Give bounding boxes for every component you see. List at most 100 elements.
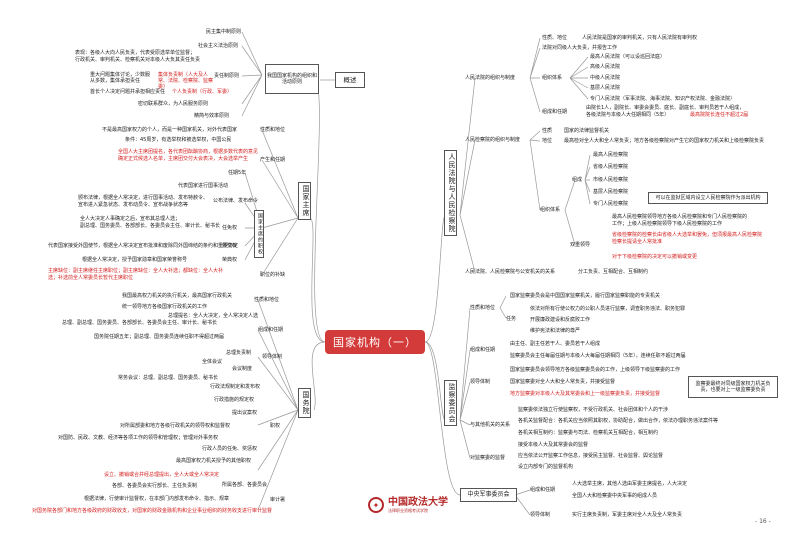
zeren-geren-label: 首长个人决定问题并承担相应责任: [90, 89, 166, 95]
zhuxi-rongyu-l1: 根据全人常决定，授予国家勋章和国家荣誉称号: [82, 257, 188, 263]
zhuxi-bubai-l2: 选；补选前全人常委员长暂代主席职位: [48, 275, 134, 281]
branch-fayuan: 人民法院与人民检察院: [444, 150, 457, 236]
zhuxi-ch-l2: 全国人大主席团提名，各代表团酝酿协商，根据多数代表的意见: [118, 149, 259, 155]
gwy-bw-l2: 各部、各委员会实行部长、主任负责制: [112, 483, 198, 489]
zhuxi-waijiao: 外交权: [222, 243, 238, 249]
jcw-rw-l2: 开展廉政建设和反腐败工作: [530, 317, 591, 323]
jcw-qt-l3: 各机关相互制约：监察委与司法、检察机关互相配合，相互制约: [518, 430, 659, 436]
zhuxi-waijiao-l1: 代表国家接受外国使节，根据全人常决定宣布批准和废除同外国缔结的条约和重要协定: [48, 243, 239, 249]
fy-zuzhi-label: 人民法院的组织与制度: [465, 75, 516, 81]
fy-xingzhi: 性质、地位: [542, 35, 568, 41]
jcw-dj-l2: 应当依法公开监察工作信息，接受民主监督、社会监督、舆论监督: [518, 453, 664, 459]
gwy-ld-huiyi: 全体会议: [202, 359, 223, 365]
branch-gaishu: 概述: [335, 72, 365, 88]
gwy-bw-l1: 设立、撤销或合并经总理提出，全人大或全人常决定: [104, 472, 220, 478]
university-seal-icon: ✦: [368, 497, 384, 513]
fy-rq-l3: 最高院院长连任不超过2届: [690, 112, 749, 118]
jcw-qt-l2: 各机关监督配合：各机关应当依照其职权，协助配合，做出合作，依法办理职务违法案件等: [518, 418, 719, 424]
fy-j-jiceng: 基层人民检察院: [593, 189, 629, 195]
fy-j-ld-l2: 工作；上级人民检察院领导下级人民检察院的工作: [612, 221, 723, 227]
zhuxi-renmian-l1: 全人大决定人事确定之后，宣布其总理人选；: [80, 216, 181, 222]
jcw-renwu: 任务: [506, 316, 517, 322]
fy-j-diwei: 地位: [542, 138, 553, 144]
gwy-zq-5: 对国防、民政、文教、经济等各项工作的领导和管理权；管理对外事务权: [58, 435, 219, 441]
fy-t-zuigao: 最高人民法院（可以设巡回法庭）: [590, 54, 666, 60]
jcw-zc-l1: 由主任、副主任若干人、委员若干人组成: [510, 341, 601, 347]
fy-duli: 法院对同级人大负责，并报告工作: [542, 45, 618, 51]
gwy-zq-3: 提出议案权: [232, 410, 258, 416]
fy-j-zhuanmen: 专门人民检察院: [593, 201, 629, 207]
zeren-line-1: 表现：各级人大向人民负责，代表受原选举单位监督；: [75, 50, 196, 56]
zhuxi-renmian-l2: 副总理、国务委员、各部部长、各委员会主任、审计长、秘书长: [80, 223, 221, 229]
jw-lingdao-label: 领导体制: [530, 512, 551, 518]
central-topic: 国家机构（一）: [325, 330, 425, 354]
fy-rq-l1: 由院长1人，副院长、审委会委员、庭长、副庭长、审判员若干人组成，: [586, 105, 745, 111]
fy-j-paichu: 可以在监狱区域内设立人民检察院作为派出机构: [648, 192, 768, 204]
jcw-zucheng-label: 组成和任期: [470, 347, 496, 353]
gwy-zucheng-label: 组成和任期: [258, 327, 284, 333]
gwy-xz-l2: 统一领导地方各级国家行政机关的工作: [122, 304, 208, 310]
zhuxi-gongbu-l1: 颁布法律，根据全人常决定，进行国事活动、发布特赦令、: [78, 195, 209, 201]
gwy-zc-l3: 国务院任期五年；副总理、国务委员连续任职不得超过两届: [94, 334, 225, 340]
gwy-xz-l1: 我国最高权力机关的执行机关，最高国家行政机关: [122, 293, 233, 299]
zhuxi-diwei-text: 不是最高国家权力的个人，而是一种国家机关，对外代表国家: [102, 127, 238, 133]
zhuxi-zhiquan-label: 国家主席的职权: [254, 210, 264, 258]
yuanze-minzhu: 民主集中制原则: [206, 29, 242, 35]
fy-guanxi-val: 分工负责、互相配合、互相制约: [578, 269, 649, 275]
fy-t-zhongji: 中级人民法院: [590, 75, 621, 81]
jcw-xingzhi-label: 性质和地位: [470, 305, 496, 311]
jcw-rw-l1: 依法对所有行使公权力的公职人员进行监察，调查职务违法、职务犯罪: [530, 306, 686, 312]
yuanze-jingjian: 精简与效率原则: [194, 113, 230, 119]
fy-j-ld-l4: 检察长提请全人常批准: [612, 239, 663, 245]
fy-j-zuigao: 最高人民检察院: [593, 152, 629, 158]
yuanze-fazhi: 社会主义法治原则: [198, 43, 239, 49]
gwy-ld-changwu-note: 常务会议：总理、副总理、国务委员、秘书长: [118, 375, 219, 381]
jcw-zc-l2: 监察委员会主任每届任期与本级人大每届任期相同（5年），连续任职不超过两届: [510, 353, 686, 359]
fy-j-sheng: 省级人民检察院: [593, 164, 629, 170]
zhuxi-zq-daibiao: 代表国家进行国事活动: [178, 183, 229, 189]
fy-j-ld-l5: 对于下级检察院的决定可以撤销或变更: [612, 254, 698, 260]
zhuxi-gongbu: 公布法律、发布命令: [213, 198, 259, 204]
jcw-xz-l1: 国家监察委员会是中国国家监察机关，履行国家监察职能的专责机关: [510, 293, 661, 299]
yuanze-qunzhong: 密切联系群众，为人民服务原则: [138, 101, 209, 107]
university-logo: ✦ 中国政法大学 法律职业资格考试学院: [368, 497, 448, 513]
zhuxi-renqi: 任期5年: [228, 170, 247, 176]
fy-t-zhuanmen: 专门人民法院（军事法院、海事法院、知识产权法院、金融法院）: [590, 96, 736, 102]
fy-tixi-label: 组织体系: [542, 75, 563, 81]
gwy-zq-1: 行政法规制定和发布权: [210, 384, 261, 390]
zhuxi-ch-l3: 确定正式候选人名单，主席团交付大会表决，大会选举产生: [118, 156, 249, 162]
fy-j-shi: 市级人民检察院: [593, 177, 629, 183]
logo-name: 中国政法大学: [388, 497, 448, 508]
logo-subtitle: 法律职业资格考试学院: [388, 508, 428, 513]
fy-rq-l2: 各级法院与本级人大任期相同（5年）: [586, 112, 670, 118]
fy-j-xingzhi-val: 国家的法律监督机关: [564, 128, 610, 134]
jw-ld-l1: 实行主席负责制，军委主席对全人大及全人常负责: [572, 512, 683, 518]
branch-zhuxi: 国家主席: [298, 182, 311, 220]
gwy-zq-7: 最高国家权力机关授予的其他职权: [176, 458, 252, 464]
jcw-ld-l2: 国家监察委对全人大和全人常负责，并接受监督: [510, 379, 616, 385]
zhuxi-rongyu: 荣典权: [222, 257, 238, 263]
gwy-zq-2: 行政措施的规定权: [214, 397, 255, 403]
jw-zc-l2: 全国人大和检察委中央军事的组成人员: [572, 493, 658, 499]
jcw-lingdao-label: 领导体制: [470, 379, 491, 385]
jcw-rw-l3: 维护宪法和法律的尊严: [530, 328, 581, 334]
fy-t-jiceng: 基层人民法院: [590, 85, 621, 91]
jw-zc-l1: 人大选举主席，其他人选由军委主席提名，人大决定: [572, 481, 688, 487]
zeren-geren-value: 个人负责制（行政、军委）: [172, 89, 233, 95]
fy-j-diwei-val: 最高检对全人大和全人常负责；地方各级检察院对产生它的国家权力机关和上级检察院负责: [564, 138, 765, 144]
gwy-buwei-label: 所属各部、各委员会: [222, 482, 268, 488]
fy-j-xingzhi: 性质: [542, 128, 553, 134]
jcw-dj-l1: 接受本级人大及其常委会的监督: [518, 442, 589, 448]
jcw-ld-l3: 地方监察委对本级人大及其常委会和上一级监察委负责，并接受监督: [510, 391, 661, 397]
zeren-jiti-value: 集体负责制（人大及人常、法院、检察院、监察委）: [158, 72, 214, 90]
gwy-sj-l1: 根据法律，行使审计监督权，在本部门内部发布命令、指示、规章: [84, 496, 230, 502]
fy-jcy-label: 人民检察院的组织与制度: [465, 137, 521, 143]
gwy-zc-l2: 总理提名：全人大决定，全人常决定人选: [168, 313, 259, 319]
fy-t-gaoji: 高级人民法院: [590, 64, 621, 70]
gaishu-yuanze: 我国国家机构的组织和活动原则: [265, 64, 319, 94]
branch-guowuyuan: 国务院: [298, 388, 311, 418]
fy-xingzhi-val: 人民法院是国家的审判机关，只有人民法院有审判权: [582, 35, 698, 41]
fy-guanxi: 人民法院、人民检察院与公安机关的关系: [465, 269, 556, 275]
zeren-jiti-label: 重大问题集体讨论，少数服从多数，集体承担责任: [90, 72, 151, 84]
